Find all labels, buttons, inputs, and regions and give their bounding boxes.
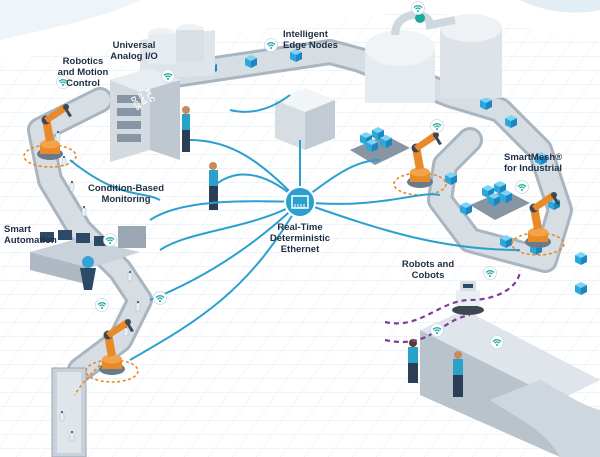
- worker-icon: [182, 106, 463, 397]
- box-cart: [350, 127, 530, 220]
- ethernet-port-icon[interactable]: [284, 186, 316, 218]
- storage-tank-icon: [140, 10, 502, 103]
- edge-node-cabinet: [275, 88, 335, 150]
- label-universal-analog-io: Universal Analog I/O: [110, 40, 158, 62]
- label-intelligent-edge-nodes: Intelligent Edge Nodes: [283, 29, 338, 51]
- mobile-robot-icon: [452, 281, 484, 315]
- label-robotics-motion-control: Robotics and Motion Control: [57, 56, 109, 89]
- label-smartmesh-industrial: SmartMesh® for Industrial: [504, 152, 563, 174]
- monitor-icon: [30, 226, 146, 290]
- label-robots-cobots: Robots and Cobots: [401, 259, 455, 281]
- server-rack-icon: [110, 68, 180, 162]
- label-smart-automation: Smart Automation: [4, 224, 57, 246]
- label-real-time-ethernet: Real-Time Deterministic Ethernet: [269, 222, 331, 255]
- label-condition-based-monitoring: Condition-Based Monitoring: [88, 183, 164, 205]
